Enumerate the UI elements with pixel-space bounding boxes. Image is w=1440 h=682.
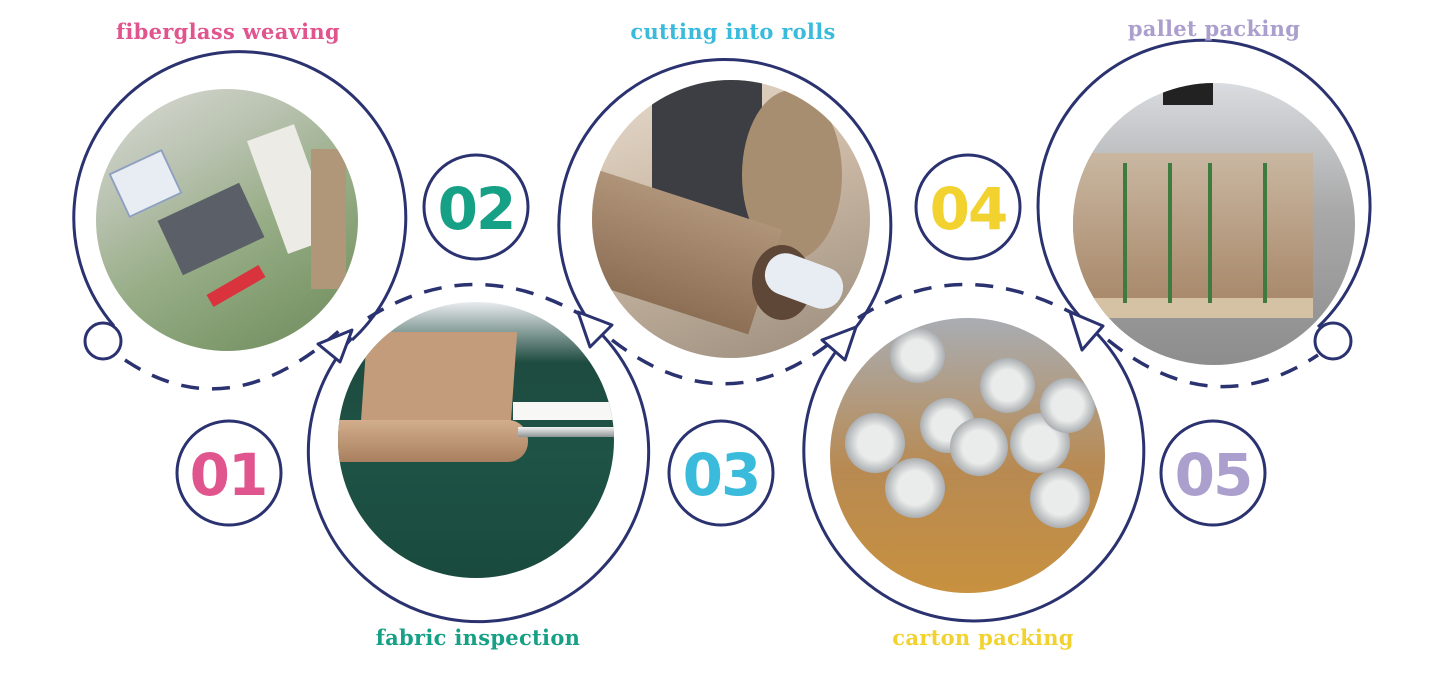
step-label-03: cutting into rolls — [630, 19, 836, 44]
ring-step-03 — [557, 58, 893, 342]
cutting-rolls-photo — [592, 80, 870, 358]
step-number-01: 01 — [189, 441, 269, 509]
fabric-inspection-machine-photo — [338, 302, 614, 578]
badge-ring-03 — [667, 419, 775, 527]
arrow-icon-2 — [576, 310, 614, 349]
dashed-arc-4 — [857, 282, 1086, 322]
ring-step-02 — [307, 323, 650, 624]
arrow-icon-4 — [1068, 310, 1105, 352]
badge-ring-02 — [422, 153, 530, 261]
ring-step-01 — [72, 50, 408, 342]
step-number-05: 05 — [1174, 441, 1254, 509]
step-label-05: pallet packing — [1127, 16, 1301, 41]
step-number-04: 04 — [929, 175, 1009, 243]
dashed-arc-2 — [367, 282, 591, 322]
ring-step-05 — [1036, 38, 1372, 329]
arrow-icon-1 — [316, 328, 354, 364]
dashed-arc-3 — [610, 333, 842, 386]
step-number-03: 03 — [682, 441, 762, 509]
end-node-icon — [1313, 321, 1353, 361]
dashed-arc-1 — [124, 328, 342, 391]
dashed-arc-5 — [1106, 338, 1319, 389]
carton-rolls-photo — [830, 318, 1105, 593]
step-label-02: fabric inspection — [375, 625, 581, 650]
step-label-01: fiberglass weaving — [116, 19, 340, 44]
ring-step-04 — [802, 323, 1146, 623]
step-number-02: 02 — [437, 175, 517, 243]
weaving-loom-machine-photo — [96, 89, 358, 351]
start-node-icon — [83, 321, 123, 361]
pallet-photo — [1073, 83, 1355, 365]
arrow-icon-3 — [820, 325, 858, 362]
badge-ring-05 — [1159, 419, 1267, 527]
step-label-04: carton packing — [892, 625, 1074, 650]
badge-ring-04 — [914, 153, 1022, 261]
badge-ring-01 — [175, 419, 283, 527]
